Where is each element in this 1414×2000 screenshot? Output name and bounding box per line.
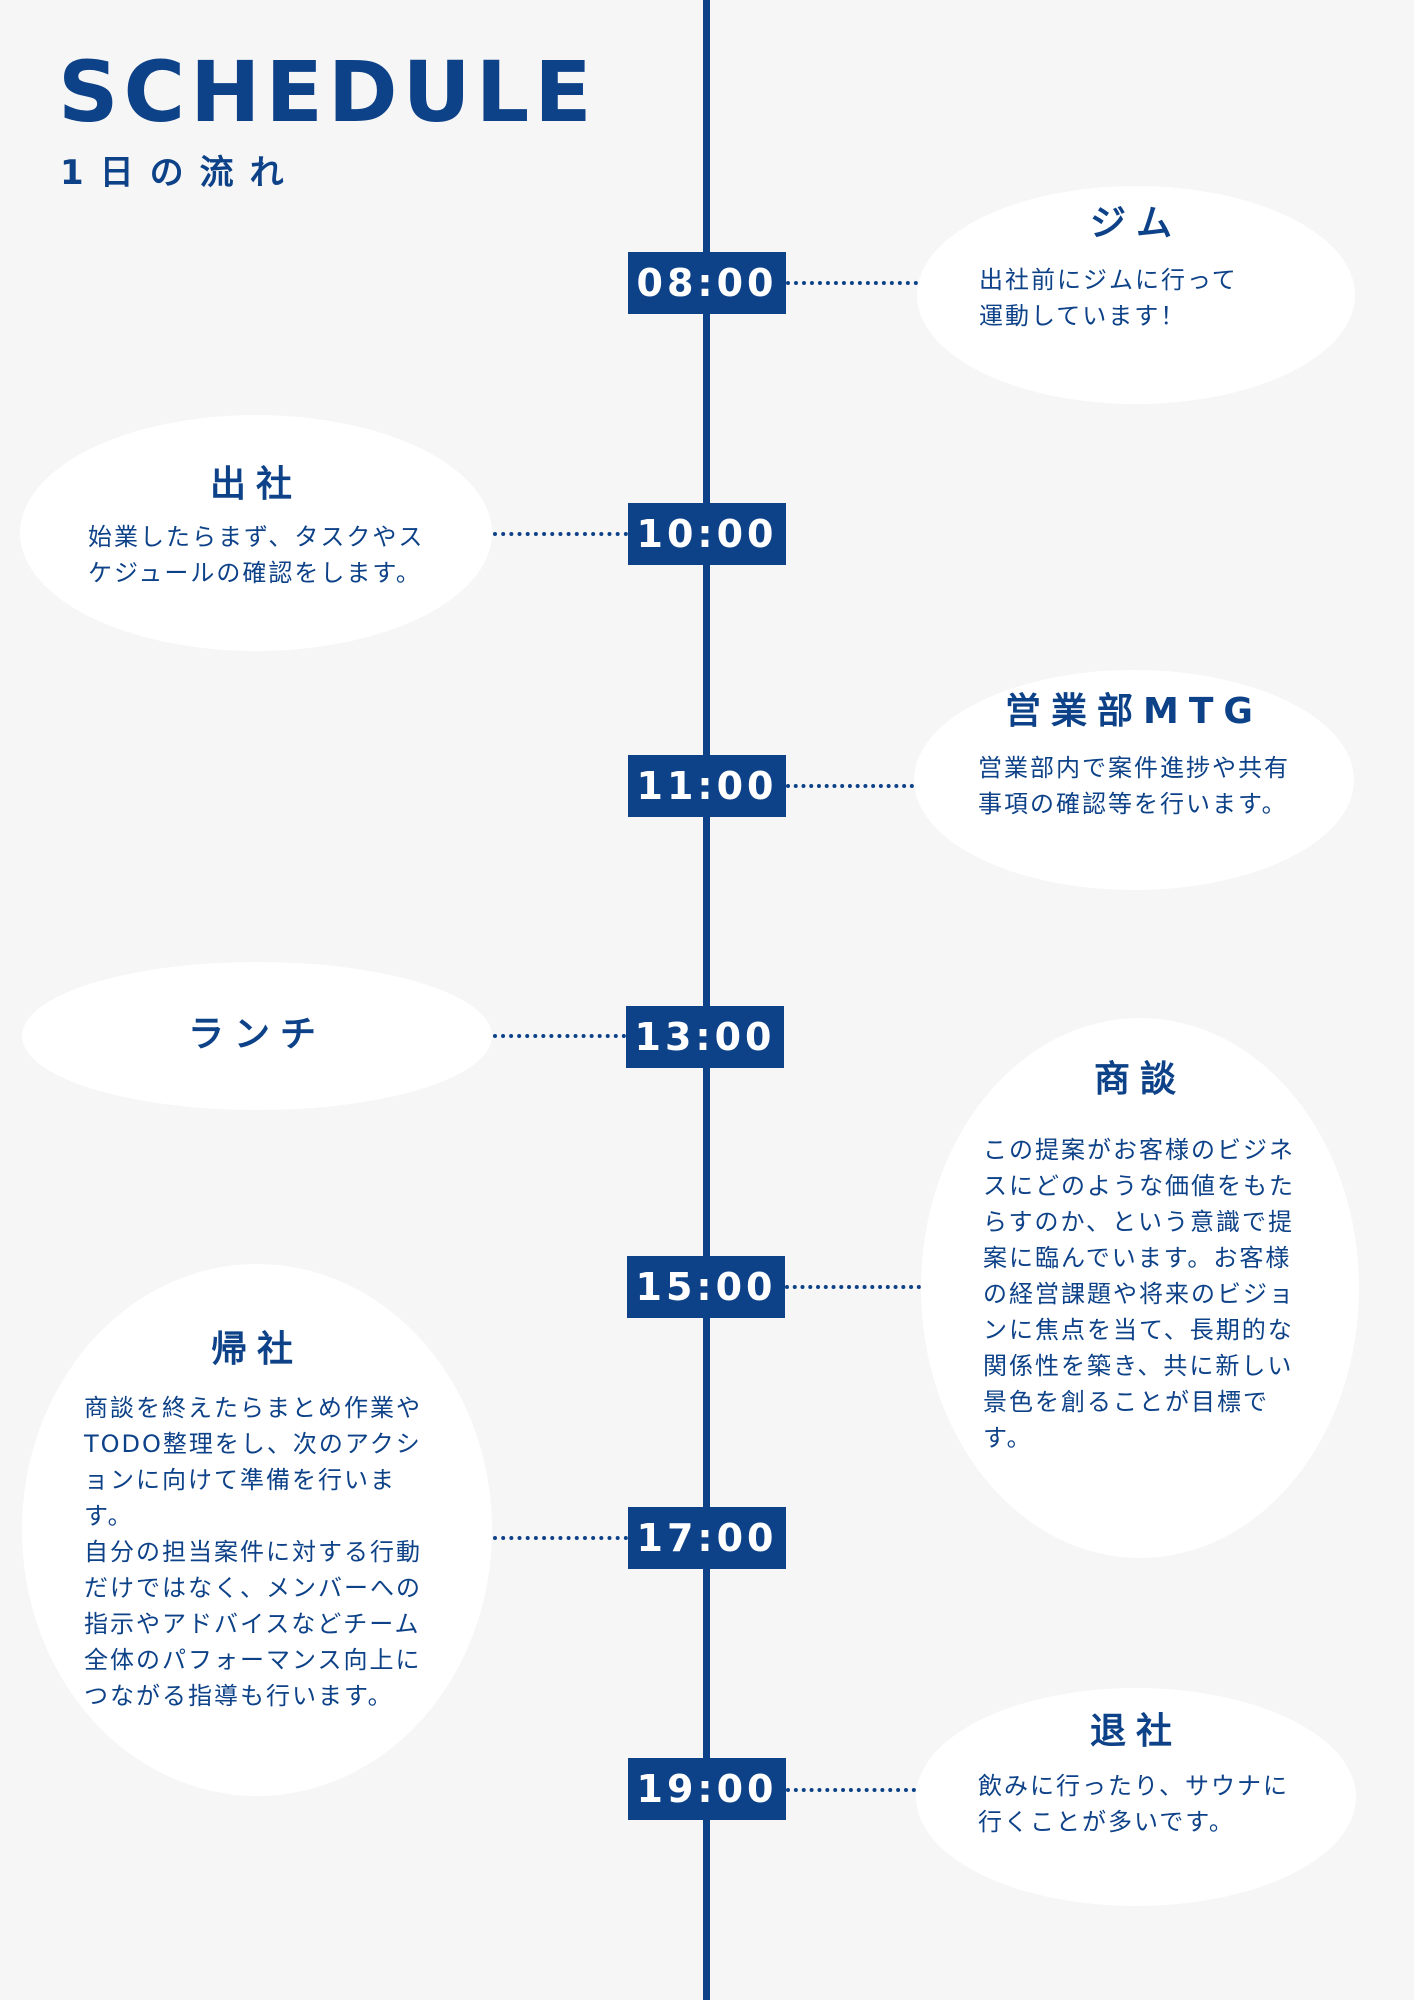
- page-subtitle: 1日の流れ: [60, 153, 300, 193]
- connector-1100: [786, 784, 914, 788]
- connector-1500: [785, 1285, 921, 1289]
- connector-1000: [493, 532, 628, 536]
- page-title: SCHEDULE: [58, 43, 597, 141]
- event-title: 商談: [1093, 1059, 1186, 1100]
- time-label-1000: 10:00: [628, 503, 786, 565]
- event-bubble-business-meeting: 商談 この提案がお客様のビジネ スにどのような価値をもた らすのか、という意識で…: [921, 1018, 1359, 1558]
- event-description: 商談を終えたらまとめ作業や TODO整理をし、次のアクシ ョンに向けて準備を行い…: [84, 1394, 422, 1710]
- event-title: 営業部MTG: [1005, 691, 1263, 732]
- time-label-1700: 17:00: [628, 1507, 786, 1569]
- time-label-1500: 15:00: [627, 1256, 785, 1318]
- event-title: 帰社: [210, 1329, 303, 1370]
- event-title: 出社: [209, 464, 302, 505]
- connector-1900: [786, 1788, 916, 1792]
- event-title: 退社: [1089, 1711, 1182, 1752]
- event-description: 営業部内で案件進捗や共有 事項の確認等を行います。: [978, 754, 1290, 818]
- event-description: 飲みに行ったり、サウナに 行くことが多いです。: [978, 1772, 1290, 1836]
- event-description: 始業したらまず、タスクやス ケジュールの確認をします。: [88, 523, 425, 587]
- event-description: この提案がお客様のビジネ スにどのような価値をもた らすのか、という意識で提 案…: [983, 1136, 1295, 1452]
- event-title: ジム: [1089, 203, 1182, 244]
- time-label-1300: 13:00: [626, 1006, 784, 1068]
- connector-0800: [786, 281, 918, 285]
- time-label-1100: 11:00: [628, 755, 786, 817]
- event-bubble-leave-office: 退社 飲みに行ったり、サウナに 行くことが多いです。: [916, 1688, 1356, 1906]
- time-label-1900: 19:00: [628, 1758, 786, 1820]
- connector-1700: [493, 1536, 628, 1540]
- event-bubble-sales-meeting: 営業部MTG 営業部内で案件進捗や共有 事項の確認等を行います。: [914, 670, 1354, 890]
- event-bubble-arrival: 出社 始業したらまず、タスクやス ケジュールの確認をします。: [20, 415, 492, 651]
- event-bubble-gym: ジム 出社前にジムに行って 運動しています！: [917, 186, 1355, 404]
- event-bubble-lunch: ランチ: [22, 962, 492, 1110]
- connector-1300: [493, 1034, 626, 1038]
- time-label-0800: 08:00: [628, 252, 786, 314]
- event-title: ランチ: [187, 1014, 326, 1055]
- timeline-line: [703, 0, 710, 2000]
- event-bubble-return-office: 帰社 商談を終えたらまとめ作業や TODO整理をし、次のアクシ ョンに向けて準備…: [22, 1264, 492, 1796]
- event-description: 出社前にジムに行って 運動しています！: [979, 266, 1238, 330]
